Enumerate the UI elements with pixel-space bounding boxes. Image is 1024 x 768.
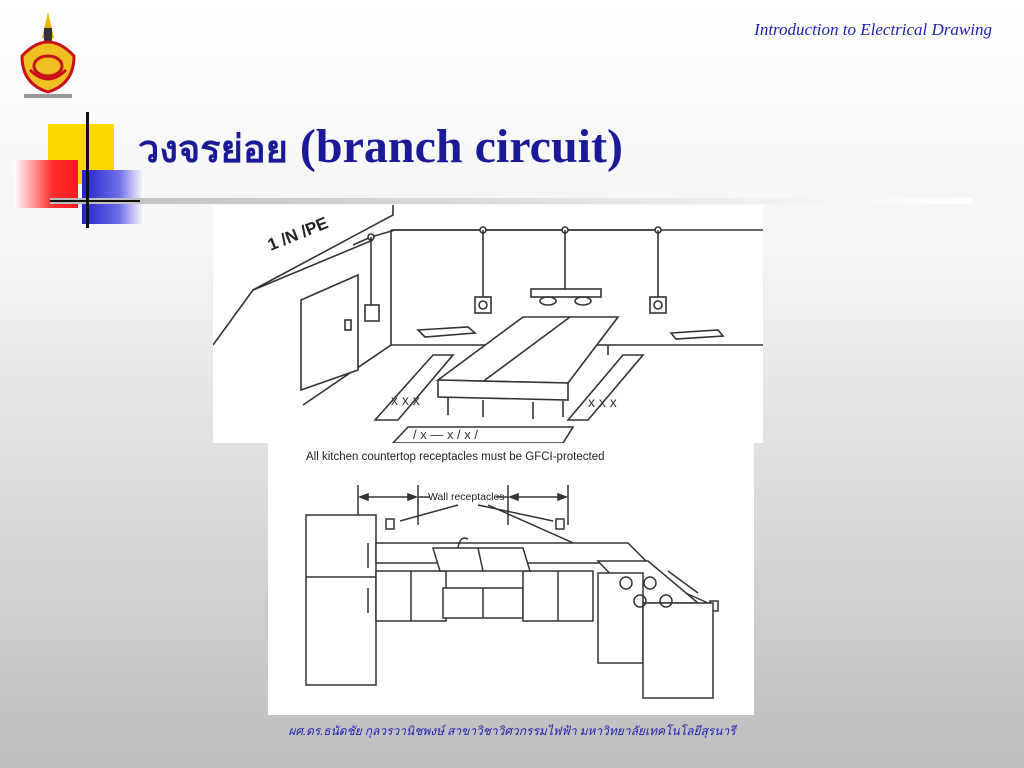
title-decoration xyxy=(14,112,972,228)
gfci-caption: All kitchen countertop receptacles must … xyxy=(306,451,605,463)
kitchen-receptacles-diagram: All kitchen countertop receptacles must … xyxy=(268,443,754,715)
slide-title: วงจรย่อย (branch circuit) xyxy=(138,118,623,179)
svg-text:/ x — x / x /: / x — x / x / xyxy=(413,427,478,442)
university-logo xyxy=(8,8,88,108)
deco-cross-line xyxy=(50,200,140,202)
deco-vertical-line xyxy=(86,112,89,228)
wall-receptacles-callout: Wall receptacles xyxy=(428,491,505,503)
deco-blue-square xyxy=(82,170,144,224)
slide-title-thai: วงจรย่อย xyxy=(138,129,288,171)
footer-credit: ผศ.ดร.ธนัดชัย กุลวรวานิชพงษ์ สาขาวิชาวิศ… xyxy=(288,724,736,738)
university-seal-icon xyxy=(20,12,76,98)
room-branch-circuit-diagram: x x x x x x / x — x / x / 1 /N /PE xyxy=(212,205,763,444)
course-title: Introduction to Electrical Drawing xyxy=(754,20,992,39)
svg-text:x x x: x x x xyxy=(588,394,617,410)
slide-title-english: (branch circuit) xyxy=(299,120,623,173)
svg-text:x x x: x x x xyxy=(391,392,420,408)
deco-horizontal-line xyxy=(50,198,972,204)
